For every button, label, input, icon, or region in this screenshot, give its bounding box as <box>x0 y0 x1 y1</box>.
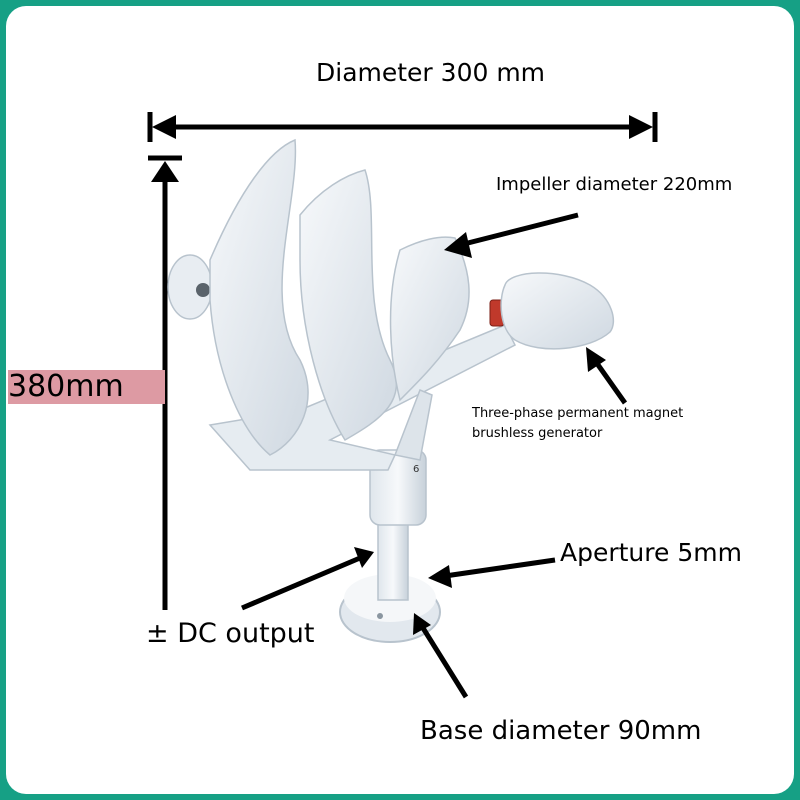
generator-label-line-1: Three-phase permanent magnet <box>472 406 684 421</box>
wind-turbine-image: 6 <box>167 138 615 643</box>
impeller-diameter-label: Impeller diameter 220mm <box>496 174 733 195</box>
base-diameter-label: Base diameter 90mm <box>420 716 702 746</box>
height-dimension-arrow <box>148 155 182 610</box>
helical-blade-1 <box>209 138 309 456</box>
height-label: 380mm <box>8 370 165 404</box>
part-number-label: 6 <box>413 464 419 475</box>
width-dimension-arrow <box>147 112 658 142</box>
diameter-label: Diameter 300 mm <box>316 58 546 87</box>
product-card: 6 Diameter 300 mm Impeller diameter 220m… <box>6 6 794 794</box>
aperture-label: Aperture 5mm <box>560 538 742 567</box>
callout-arrows <box>241 212 628 699</box>
generator-label-line-2: brushless generator <box>472 426 603 441</box>
dc-output-label: ± DC output <box>146 618 315 649</box>
generator-label: Three-phase permanent magnet brushless g… <box>472 404 683 444</box>
turbine-diagram: 6 <box>147 112 658 699</box>
helical-blade-3 <box>389 236 470 402</box>
generator-nacelle <box>500 272 615 350</box>
helical-blade-2 <box>299 169 398 442</box>
